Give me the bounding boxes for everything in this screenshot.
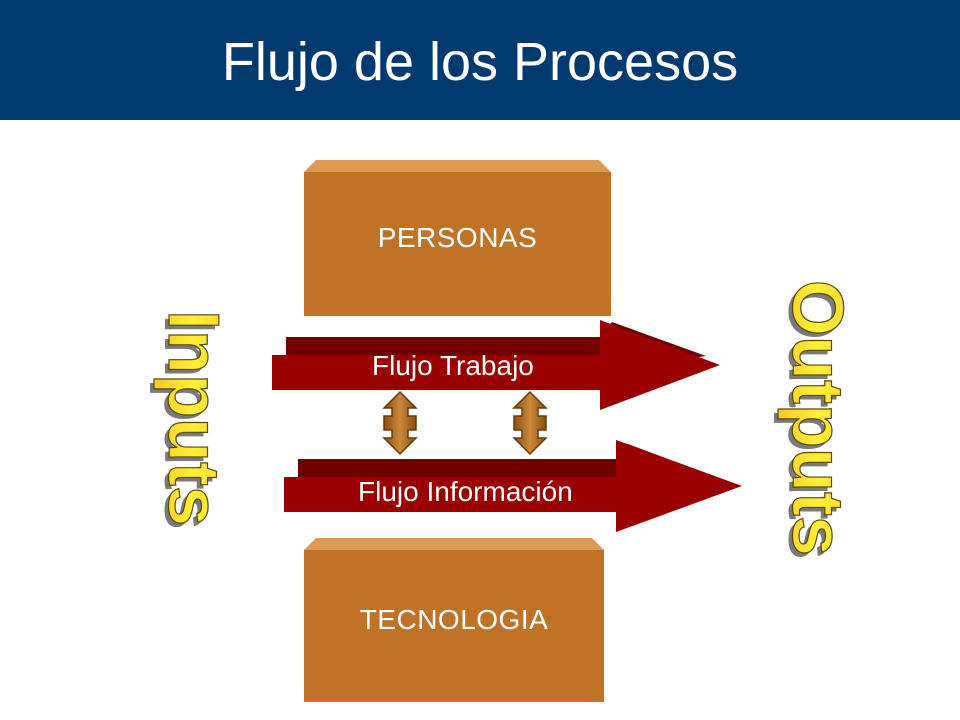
page-title: Flujo de los Procesos [221,32,739,92]
outputs-shadow-text: Outputs [773,284,853,560]
tecnologia-label: TECNOLOGIA [359,604,549,635]
personas-label: PERSONAS [377,222,538,253]
double-arrow-icon [512,390,548,456]
information-flow-label: Flujo Información [358,476,573,507]
information-flow-arrow [284,440,742,532]
inputs-label: Inputs [153,310,233,526]
inputs-word-art: Inputs Inputs [149,309,234,530]
outputs-label: Outputs [777,280,857,556]
title-bar: Flujo de los Procesos [0,0,960,120]
inputs-shadow-text: Inputs [149,314,229,530]
work-flow-arrow [272,320,720,410]
personas-box: PERSONAS [304,160,611,316]
double-arrow-icon [382,390,418,456]
work-flow-label: Flujo Trabajo [372,350,534,381]
outputs-word-art: Outputs Outputs [773,279,858,560]
tecnologia-box: TECNOLOGIA [304,538,604,702]
